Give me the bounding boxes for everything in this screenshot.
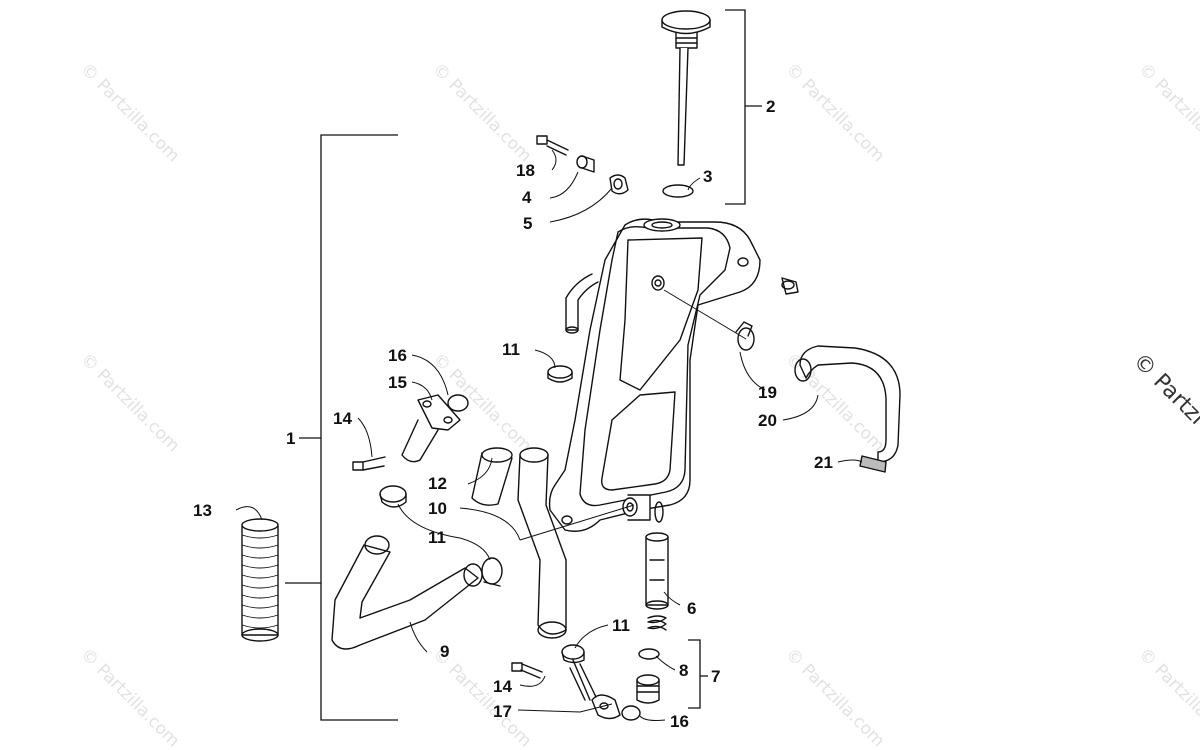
- hose-20-end: [794, 358, 812, 382]
- callout-2: 2: [766, 97, 775, 116]
- callout-19: 19: [758, 383, 777, 402]
- screen-filter-6: [645, 532, 669, 610]
- watermark-text: © Partzilla.com: [1134, 644, 1200, 750]
- callout-8: 8: [679, 661, 688, 680]
- callout-18: 18: [516, 161, 535, 180]
- bracket-lines: [285, 9, 762, 721]
- watermark-text: © Partzilla.com: [76, 59, 183, 166]
- callout-4: 4: [522, 188, 532, 207]
- grommet-5: [609, 174, 629, 195]
- watermark-text: © Partzilla.com: [76, 644, 183, 750]
- callout-10: 10: [428, 499, 447, 518]
- callout-9: 9: [440, 642, 449, 661]
- callout-20: 20: [758, 411, 777, 430]
- small-spring: [647, 615, 667, 631]
- watermark-text: © Partzilla.com: [781, 59, 888, 166]
- hose-12: [471, 447, 513, 506]
- hose-9: [331, 535, 483, 650]
- callout-16: 16: [670, 712, 689, 731]
- callout-labels: 1 2 3 4 5 6 7 8 9 10 11 11 11 12 13 14 1…: [193, 97, 833, 731]
- clamp-19: [735, 321, 755, 351]
- callout-11: 11: [612, 616, 630, 635]
- hose-20: [799, 345, 901, 463]
- callout-11: 11: [502, 340, 520, 359]
- callout-13: 13: [193, 501, 212, 520]
- watermark-text: © Partzilla.com: [781, 644, 888, 750]
- callout-17: 17: [493, 702, 512, 721]
- bracket-1: [320, 134, 398, 721]
- callout-16: 16: [388, 346, 407, 365]
- callout-12: 12: [428, 474, 447, 493]
- o-ring-3: [662, 184, 694, 198]
- hose-10: [517, 447, 567, 639]
- callout-14: 14: [493, 677, 512, 696]
- drain-plug-7: [636, 674, 660, 704]
- callout-3: 3: [703, 167, 712, 186]
- bolt-14-upper: [352, 456, 386, 471]
- oil-tank: [548, 218, 761, 532]
- clamp-11-upper: [547, 365, 573, 383]
- watermark-edge-text: © Partzi: [1128, 349, 1200, 430]
- o-ring-8: [638, 648, 660, 660]
- bolt-18: [536, 135, 569, 156]
- callout-7: 7: [711, 667, 720, 686]
- clamp-11-mid: [379, 485, 407, 508]
- bolt-14-lower: [511, 662, 543, 679]
- callout-15: 15: [388, 373, 407, 392]
- dipstick-cap: [661, 10, 711, 166]
- callout-14: 14: [333, 409, 352, 428]
- watermark-text: © Partzilla.com: [428, 59, 535, 166]
- cap-plug: [781, 277, 799, 295]
- bracket-2: [725, 9, 746, 205]
- plug-21: [859, 455, 887, 473]
- elbow-fitting-17: [569, 659, 621, 720]
- spring-coil-13: [241, 518, 279, 642]
- callout-21: 21: [814, 453, 833, 472]
- bracket-7: [688, 639, 701, 709]
- leader-lines: [235, 149, 863, 721]
- callout-11: 11: [428, 528, 446, 547]
- callout-5: 5: [523, 214, 532, 233]
- gasket-16-upper: [447, 394, 469, 412]
- gasket-16-lower: [621, 705, 641, 721]
- watermark-text: © Partzilla.com: [1134, 59, 1200, 166]
- callout-1: 1: [286, 429, 295, 448]
- watermark-text: © Partzilla.com: [76, 349, 183, 456]
- clamp-11-hose9: [481, 557, 503, 587]
- elbow-fitting-15: [401, 394, 469, 463]
- spacer-4: [576, 155, 595, 173]
- callout-6: 6: [687, 599, 696, 618]
